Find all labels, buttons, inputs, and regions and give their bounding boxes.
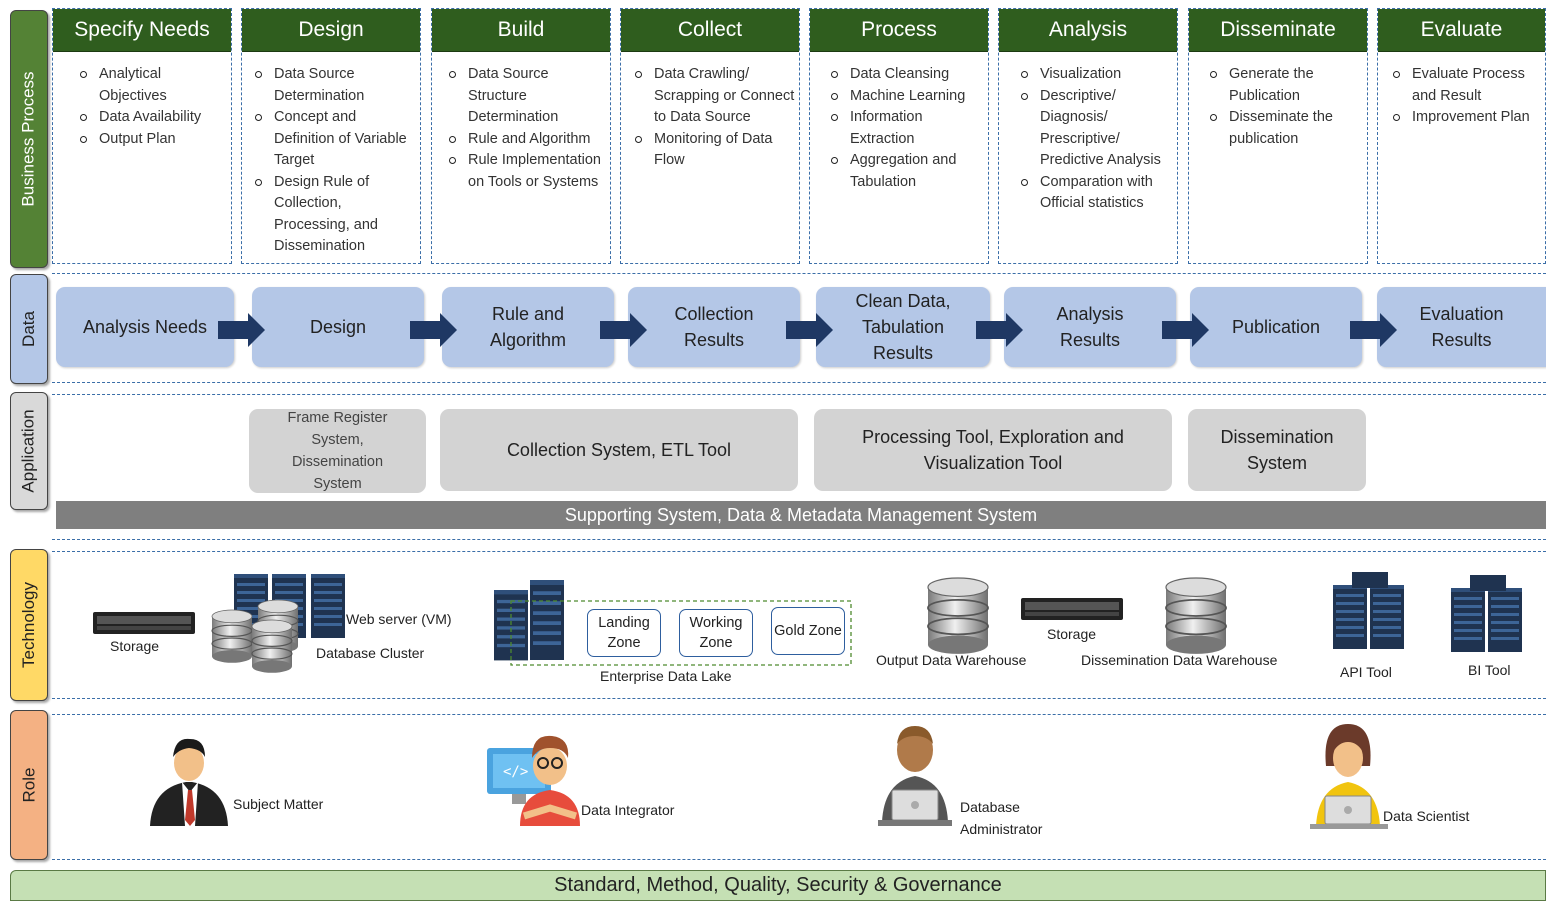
phase-evaluate: Evaluate Evaluate Process and Result Imp… <box>1377 8 1546 264</box>
data-lake-label: Enterprise Data Lake <box>600 668 732 684</box>
row-label-text: Role <box>19 767 38 803</box>
role-data-scientist: Data Scientist <box>1383 808 1470 824</box>
phase-item: Data Cleansing <box>831 64 988 86</box>
role-data-integrator: Data Integrator <box>581 802 675 818</box>
data-collection-results: Collection Results <box>628 287 800 367</box>
row-label-business-process: Business Process <box>10 10 48 268</box>
phase-title: Analysis <box>999 9 1177 52</box>
phase-item: Descriptive/ Diagnosis/ Prescriptive/ Pr… <box>1021 86 1177 172</box>
phase-item: Monitoring of Data Flow <box>635 129 799 172</box>
landing-zone: Landing Zone <box>587 609 661 657</box>
app-processing-tool: Processing Tool, Exploration and Visuali… <box>814 409 1172 491</box>
storage-label: Storage <box>1047 626 1097 642</box>
phase-item: Data Source Structure Determination <box>449 64 610 129</box>
phase-title: Evaluate <box>1378 9 1545 52</box>
row-label-data: Data <box>10 274 48 384</box>
governance-footer: Standard, Method, Quality, Security & Go… <box>10 870 1546 901</box>
data-analysis-needs: Analysis Needs <box>56 287 234 367</box>
gold-zone: Gold Zone <box>771 607 845 655</box>
phase-title: Disseminate <box>1189 9 1367 52</box>
app-dissemination-system: Dissemination System <box>1188 409 1366 491</box>
data-rule-algorithm: Rule and Algorithm <box>442 287 614 367</box>
row-label-text: Business Process <box>19 71 38 207</box>
data-analysis-results: Analysis Results <box>1004 287 1176 367</box>
phase-specify-needs: Specify Needs Analytical Objectives Data… <box>52 8 232 264</box>
row-label-text: Technology <box>19 581 39 669</box>
phase-collect: Collect Data Crawling/ Scrapping or Conn… <box>620 8 800 264</box>
supporting-system-bar: Supporting System, Data & Metadata Manag… <box>56 501 1546 529</box>
phase-item: Data Crawling/ Scrapping or Connect to D… <box>635 64 799 129</box>
phase-title: Specify Needs <box>53 9 231 52</box>
phase-item: Aggregation and Tabulation <box>831 150 988 193</box>
bi-tool-label: BI Tool <box>1468 662 1511 678</box>
phase-analysis: Analysis Visualization Descriptive/ Diag… <box>998 8 1178 264</box>
row-label-role: Role <box>10 710 48 860</box>
data-row-frame <box>52 273 1546 383</box>
row-label-application: Application <box>10 392 48 510</box>
phase-item: Generate the Publication <box>1210 64 1367 107</box>
phase-title: Build <box>432 9 610 52</box>
phase-items: Evaluate Process and Result Improvement … <box>1378 64 1545 129</box>
phase-title: Collect <box>621 9 799 52</box>
phase-item: Output Plan <box>80 129 231 151</box>
phase-item: Design Rule of Collection, Processing, a… <box>255 172 420 258</box>
data-publication: Publication <box>1190 287 1362 367</box>
phase-item: Data Source Determination <box>255 64 420 107</box>
phase-item: Evaluate Process and Result <box>1393 64 1545 107</box>
role-database-administrator: Database Administrator <box>960 799 1043 837</box>
phase-item: Machine Learning <box>831 86 988 108</box>
phase-build: Build Data Source Structure Determinatio… <box>431 8 611 264</box>
technology-row-frame <box>52 551 1546 699</box>
phase-items: Generate the Publication Disseminate the… <box>1189 64 1367 150</box>
output-dw-label: Output Data Warehouse <box>876 652 1027 668</box>
role-subject-matter: Subject Matter <box>233 796 324 812</box>
phase-process: Process Data Cleansing Machine Learning … <box>809 8 989 264</box>
phase-title: Process <box>810 9 988 52</box>
phase-item: Data Availability <box>80 107 231 129</box>
phase-item: Analytical Objectives <box>80 64 231 107</box>
data-clean-data: Clean Data, Tabulation Results <box>816 287 990 367</box>
application-row-frame <box>52 394 1546 540</box>
phase-items: Visualization Descriptive/ Diagnosis/ Pr… <box>999 64 1177 215</box>
data-design: Design <box>252 287 424 367</box>
phase-item: Visualization <box>1021 64 1177 86</box>
phase-items: Analytical Objectives Data Availability … <box>53 64 231 150</box>
phase-item: Disseminate the publication <box>1210 107 1367 150</box>
row-label-text: Data <box>18 311 38 347</box>
webserver-label: Web server (VM) <box>346 611 452 627</box>
app-frame-register: Frame Register System, Dissemination Sys… <box>249 409 426 493</box>
phase-item: Rule Implementation on Tools or Systems <box>449 150 610 193</box>
database-cluster-label: Database Cluster <box>316 645 425 661</box>
row-label-text: Application <box>19 409 39 493</box>
phase-items: Data Crawling/ Scrapping or Connect to D… <box>621 64 799 172</box>
row-label-technology: Technology <box>10 549 48 701</box>
phase-disseminate: Disseminate Generate the Publication Dis… <box>1188 8 1368 264</box>
phase-items: Data Cleansing Machine Learning Informat… <box>810 64 988 193</box>
phase-design: Design Data Source Determination Concept… <box>241 8 421 264</box>
data-evaluation-results: Evaluation Results <box>1377 287 1546 367</box>
phase-items: Data Source Structure Determination Rule… <box>432 64 610 193</box>
storage-label: Storage <box>110 638 160 654</box>
phase-item: Information Extraction <box>831 107 988 150</box>
app-collection-system: Collection System, ETL Tool <box>440 409 798 491</box>
phase-item: Comparation with Official statistics <box>1021 172 1177 215</box>
api-tool-label: API Tool <box>1340 664 1392 680</box>
dissemination-dw-label: Dissemination Data Warehouse <box>1081 652 1278 668</box>
working-zone: Working Zone <box>679 609 753 657</box>
phase-item: Rule and Algorithm <box>449 129 610 151</box>
phase-item: Concept and Definition of Variable Targe… <box>255 107 420 172</box>
phase-item: Improvement Plan <box>1393 107 1545 129</box>
role-row-frame <box>52 714 1546 860</box>
phase-title: Design <box>242 9 420 52</box>
phase-items: Data Source Determination Concept and De… <box>242 64 420 258</box>
